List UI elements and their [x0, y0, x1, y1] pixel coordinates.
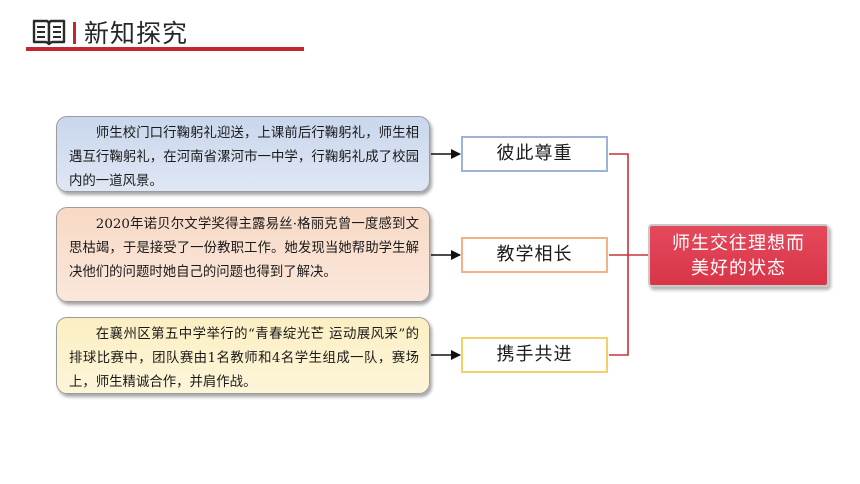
header-underline [26, 47, 304, 51]
label-mutual-respect: 彼此尊重 [461, 136, 608, 172]
open-book-icon [32, 19, 66, 46]
label-teaching-learning: 教学相长 [461, 237, 608, 273]
example-box-respect: 师生校门口行鞠躬礼迎送，上课前后行鞠躬礼，师生相遇互行鞠躬礼，在河南省漯河市一中… [56, 116, 430, 192]
header-accent-bar [73, 22, 76, 44]
bracket-bottom [609, 255, 629, 356]
conclusion-box: 师生交往理想而 美好的状态 [648, 224, 829, 287]
bracket-top [609, 153, 629, 255]
conclusion-line-2: 美好的状态 [691, 258, 786, 279]
example-box-teaching: 2020年诺贝尔文学奖得主露易丝·格丽克曾一度感到文思枯竭，于是接受了一份教职工… [56, 207, 430, 302]
example-box-cooperation: 在襄州区第五中学举行的“青春绽光芒 运动展风采”的排球比赛中，团队赛由1名教师和… [56, 317, 430, 394]
label-hand-in-hand: 携手共进 [461, 337, 608, 373]
conclusion-line-1: 师生交往理想而 [672, 233, 805, 254]
page-title: 新知探究 [84, 19, 189, 48]
